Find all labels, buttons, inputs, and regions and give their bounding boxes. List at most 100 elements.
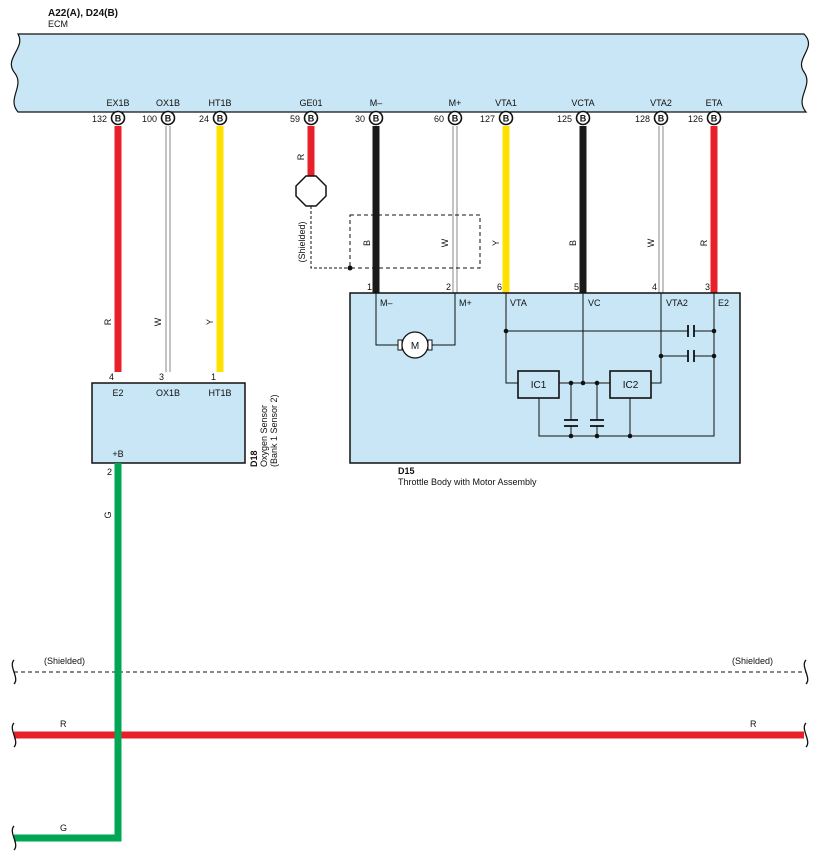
throttle-pin-nums: 1 2 6 5 4 3 [367, 282, 710, 292]
ecm-pin-name-m-plus: M+ [449, 98, 462, 108]
o2-pin-names: E2 OX1B HT1B [112, 388, 231, 398]
throttle-pin-num-1: 1 [367, 282, 372, 292]
ecm-pin-ox1b: 100 B [142, 110, 176, 126]
wire-color-vcta: B [568, 240, 578, 246]
ecm-pin-name-vta1: VTA1 [495, 98, 517, 108]
ecm-pin-num-ht1b: 24 [199, 114, 209, 124]
ecm-pin-markers: 132 B 100 B 24 B 59 B 30 B 60 B [92, 110, 722, 126]
o2-pin-name-ox1b: OX1B [156, 388, 180, 398]
throttle-capacitors [564, 325, 695, 427]
ecm-pin-ge01: 59 B [290, 110, 319, 126]
throttle-pin-num-3: 3 [705, 282, 710, 292]
ecm-pin-num-vta1: 127 [480, 114, 495, 124]
o2-sensor-name: Oxygen Sensor [259, 405, 269, 467]
ecm-pin-conn-m-plus: B [452, 114, 459, 124]
bus-red-left: R [60, 719, 67, 729]
wire-color-vta1: Y [491, 240, 501, 246]
bus-red-right: R [750, 719, 757, 729]
ecm-pin-name-ex1b: EX1B [106, 98, 129, 108]
ecm-pin-conn-ge01: B [308, 114, 315, 124]
ecm-pin-num-m-minus: 30 [355, 114, 365, 124]
connector-ids: A22(A), D24(B) [48, 8, 118, 19]
oxygen-sensor-box [91, 382, 246, 464]
shield-drain-line [310, 206, 350, 269]
shield-label: (Shielded) [297, 221, 307, 262]
throttle-junctions [503, 328, 717, 439]
ecm-pin-conn-vcta: B [580, 114, 587, 124]
ecm-pin-names: EX1B OX1B HT1B GE01 M– M+ VTA1 VCTA VTA2… [106, 98, 722, 108]
o2-pin-name-b: +B [112, 449, 123, 459]
ecm-pin-conn-ex1b: B [115, 114, 122, 124]
ecm-wires [114, 126, 718, 372]
ecm-box [10, 33, 810, 113]
o2-pin-num-4: 4 [109, 372, 114, 382]
ecm-pin-conn-m-minus: B [373, 114, 380, 124]
ic2-block: IC2 [609, 370, 652, 399]
wire-color-vta2: W [646, 238, 656, 247]
throttle-id: D15 [398, 466, 415, 476]
ecm-pin-vcta: 125 B [557, 110, 591, 126]
throttle-name: Throttle Body with Motor Assembly [398, 477, 537, 487]
bus-shield-left: (Shielded) [44, 656, 85, 666]
wire-color-ox1b: W [153, 317, 163, 326]
shield-boundary [349, 214, 481, 269]
motor-symbol: M [397, 331, 433, 359]
throttle-pin-name-m-plus: M+ [459, 298, 472, 308]
throttle-pin-num-6: 6 [497, 282, 502, 292]
ecm-pin-m-plus: 60 B [434, 110, 463, 126]
o2-sensor-caption: D18 Oxygen Sensor (Bank 1 Sensor 2) [249, 394, 279, 467]
bus-shield-right: (Shielded) [732, 656, 773, 666]
ecm-pin-ht1b: 24 B [199, 110, 228, 126]
throttle-pin-num-5: 5 [574, 282, 579, 292]
throttle-pin-num-4: 4 [652, 282, 657, 292]
ic1-block: IC1 [517, 370, 560, 399]
o2-pin-nums: 4 3 1 [109, 372, 216, 382]
ecm-pin-name-ge01: GE01 [299, 98, 322, 108]
ic2-label: IC2 [623, 380, 639, 391]
wire-color-ex1b: R [103, 318, 113, 325]
wire-color-m-plus: W [440, 238, 450, 247]
ecm-pin-conn-ht1b: B [217, 114, 224, 124]
ecm-pin-num-ge01: 59 [290, 114, 300, 124]
ecm-pin-ex1b: 132 B [92, 110, 126, 126]
o2-sensor-sub: (Bank 1 Sensor 2) [269, 394, 279, 467]
ecm-pin-eta: 126 B [688, 110, 722, 126]
ecm-pin-num-m-plus: 60 [434, 114, 444, 124]
throttle-pin-num-2: 2 [446, 282, 451, 292]
throttle-internal-circuit [375, 293, 715, 437]
o2-pin-name-ht1b: HT1B [208, 388, 231, 398]
wire-color-eta: R [699, 239, 709, 246]
ecm-pin-name-m-minus: M– [370, 98, 383, 108]
ecm-label: ECM [48, 19, 68, 29]
throttle-pin-name-vta: VTA [510, 298, 527, 308]
o2-pin-num-2: 2 [107, 467, 112, 477]
ecm-pin-vta1: 127 B [480, 110, 514, 126]
o2-pin-name-e2: E2 [112, 388, 123, 398]
ecm-pin-name-ht1b: HT1B [208, 98, 231, 108]
shield-junction [347, 265, 353, 271]
ecm-pin-name-vcta: VCTA [571, 98, 594, 108]
ecm-pin-num-eta: 126 [688, 114, 703, 124]
throttle-pin-names: M– M+ VTA VC VTA2 E2 [380, 298, 729, 308]
o2-pin-num-3: 3 [159, 372, 164, 382]
wire-color-ge01: R [296, 153, 306, 160]
wire-color-sensor-b: G [103, 511, 113, 518]
wire-color-ht1b: Y [205, 319, 215, 325]
ecm-pin-conn-vta2: B [658, 114, 665, 124]
ecm-pin-name-ox1b: OX1B [156, 98, 180, 108]
ecm-pin-m-minus: 30 B [355, 110, 384, 126]
ic1-label: IC1 [531, 380, 547, 391]
wire-color-labels: R W Y R B W Y B W R G [103, 153, 709, 518]
ecm-pin-name-eta: ETA [706, 98, 723, 108]
bus-green-left: G [60, 823, 67, 833]
break-marks [11, 659, 809, 851]
throttle-pin-name-vta2: VTA2 [666, 298, 688, 308]
ecm-pin-vta2: 128 B [635, 110, 669, 126]
ecm-pin-num-ox1b: 100 [142, 114, 157, 124]
ecm-pin-conn-vta1: B [503, 114, 510, 124]
motor-label: M [411, 341, 419, 352]
ecm-pin-num-vcta: 125 [557, 114, 572, 124]
throttle-pin-name-m-minus: M– [380, 298, 393, 308]
ecm-pin-conn-eta: B [711, 114, 718, 124]
